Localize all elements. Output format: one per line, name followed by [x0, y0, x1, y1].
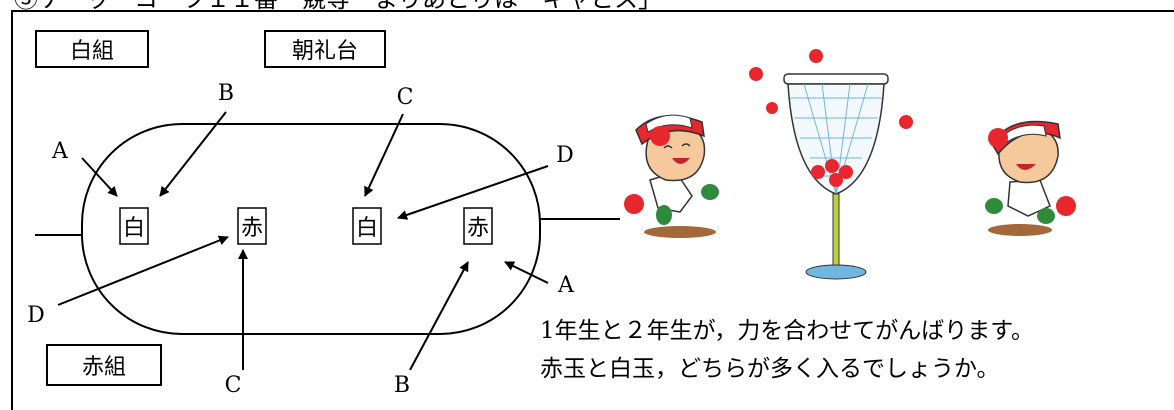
header-fragment: ③ケ ッ コ ツ１１番 競等 まりあとりは キャとス」: [14, 0, 662, 12]
marker-box-2: [237, 207, 267, 245]
arrow-b-bottom: [409, 261, 469, 371]
letter-b-bottom: B: [394, 373, 410, 398]
child-throwing-left: [624, 114, 719, 238]
caption: 1年生と２年生が，力を合わせてがんばります。 赤玉と白玉，どちらが多く入るでしょ…: [540, 312, 1034, 388]
letter-d-left: D: [27, 303, 45, 328]
letter-c-bottom: C: [225, 373, 242, 398]
red-team-box: 赤組: [46, 344, 162, 386]
marker-label-2: 赤: [241, 216, 263, 241]
diagram-frame: [11, 10, 1174, 410]
white-team-box: 白組: [35, 30, 149, 68]
marker-box-1: [119, 207, 149, 245]
marker-box-3: [352, 207, 382, 245]
letter-a-right: A: [557, 273, 575, 298]
marker-box-4: [463, 207, 493, 245]
arrow-a-right: [504, 261, 549, 284]
arrow-d-right: [397, 165, 549, 220]
track-oval: [81, 123, 541, 335]
letter-a-left: A: [51, 139, 69, 164]
child-throwing-right: [985, 120, 1076, 236]
letter-d-right: D: [556, 143, 574, 168]
letter-c-top: C: [397, 85, 414, 110]
caption-line-1: 1年生と２年生が，力を合わせてがんばります。: [540, 318, 1034, 344]
marker-label-1: 白: [123, 216, 145, 241]
caption-line-2: 赤玉と白玉，どちらが多く入るでしょうか。: [540, 356, 1000, 382]
arrow-b-top: [159, 111, 227, 197]
marker-label-4: 赤: [467, 216, 489, 241]
stage-box: 朝礼台: [264, 30, 386, 68]
marker-label-3: 白: [356, 216, 378, 241]
arrow-a-left: [81, 157, 118, 197]
arrow-c-top: [364, 113, 404, 197]
arrow-d-left: [57, 235, 229, 306]
ball-basket: [749, 49, 913, 280]
letter-b-top: B: [218, 81, 234, 106]
